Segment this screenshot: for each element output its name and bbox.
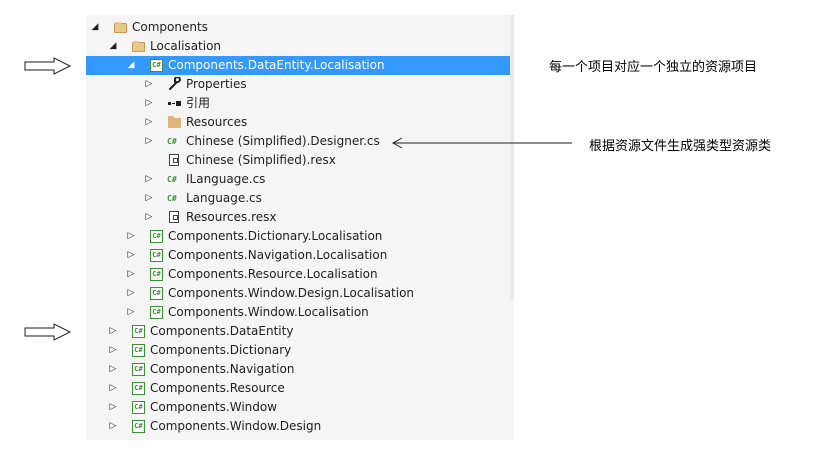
tree-item-window-design-localisation-project[interactable]: ▷ C# Components.Window.Design.Localisati… [86,284,514,303]
tree-item-designer-cs[interactable]: ▷ C# Chinese (Simplified).Designer.cs [86,132,514,151]
csharp-project-icon: C# [131,419,146,434]
tree-scrollbar[interactable] [510,15,514,300]
tree-item-ilanguage-cs[interactable]: ▷ C# ILanguage.cs [86,170,514,189]
expand-arrow-icon[interactable]: ◢ [91,22,99,32]
csharp-file-icon: C# [167,194,177,203]
collapse-arrow-icon[interactable]: ▷ [109,345,117,355]
tree-item-label: Components.Window.Design.Localisation [168,286,415,300]
csharp-project-icon: C# [131,362,146,377]
tree-item-label: Components.Window.Design [150,419,322,433]
solution-explorer-tree: ◢ Components ◢ Localisation ◢ C# Compone… [86,15,514,440]
tree-item-dataentity-project[interactable]: ▷ C# Components.DataEntity [86,322,514,341]
tree-item-navigation-project[interactable]: ▷ C# Components.Navigation [86,360,514,379]
tree-item-window-localisation-project[interactable]: ▷ C# Components.Window.Localisation [86,303,514,322]
tree-item-components-folder[interactable]: ◢ Components [86,18,514,37]
collapse-arrow-icon[interactable]: ▷ [145,98,153,108]
tree-item-label: Components.Dictionary [150,343,292,357]
collapse-arrow-icon[interactable]: ▷ [109,326,117,336]
hollow-arrow-icon [24,323,72,341]
tree-item-label: Components.Navigation [150,362,295,376]
tree-item-label: Localisation [150,39,222,53]
collapse-arrow-icon[interactable]: ▷ [127,231,135,241]
collapse-arrow-icon[interactable]: ▷ [109,402,117,412]
collapse-arrow-icon[interactable]: ▷ [109,364,117,374]
collapse-arrow-icon[interactable]: ▷ [127,250,135,260]
collapse-arrow-icon[interactable]: ▷ [145,174,153,184]
collapse-arrow-icon[interactable]: ▷ [145,212,153,222]
tree-item-references[interactable]: ▷ 引用 [86,94,514,113]
collapse-arrow-icon[interactable]: ▷ [145,136,153,146]
tree-item-dataentity-localisation-project[interactable]: ◢ C# Components.DataEntity.Localisation [86,56,510,75]
annotation-project-note: 每一个项目对应一个独立的资源项目 [549,60,758,75]
tree-item-label: Language.cs [186,191,262,205]
expand-arrow-icon[interactable]: ◢ [127,60,135,70]
tree-item-chinese-resx[interactable]: Chinese (Simplified).resx [86,151,514,170]
csharp-file-icon: C# [167,137,177,146]
tree-item-resource-project[interactable]: ▷ C# Components.Resource [86,379,514,398]
tree-item-label: Resources.resx [186,210,277,224]
tree-item-label: Components.Window.Localisation [168,305,369,319]
tree-item-label: Components.Resource.Localisation [168,267,378,281]
collapse-arrow-icon[interactable]: ▷ [145,79,153,89]
csharp-project-icon: C# [149,229,164,244]
references-icon [167,96,182,111]
tree-item-language-cs[interactable]: ▷ C# Language.cs [86,189,514,208]
collapse-arrow-icon[interactable]: ▷ [109,383,117,393]
tree-item-window-design-project[interactable]: ▷ C# Components.Window.Design [86,417,514,436]
csharp-project-icon: C# [149,267,164,282]
tree-item-label: Components.Resource [150,381,285,395]
csharp-project-icon: C# [149,58,164,73]
tree-item-navigation-localisation-project[interactable]: ▷ C# Components.Navigation.Localisation [86,246,514,265]
tree-item-label: 引用 [186,96,211,110]
collapse-arrow-icon[interactable]: ▷ [109,421,117,431]
tree-item-label: Resources [186,115,248,129]
tree-item-window-project[interactable]: ▷ C# Components.Window [86,398,514,417]
tree-item-label: Components.DataEntity [150,324,294,338]
csharp-project-icon: C# [149,305,164,320]
tree-item-resource-localisation-project[interactable]: ▷ C# Components.Resource.Localisation [86,265,514,284]
tree-item-properties[interactable]: ▷ Properties [86,75,514,94]
collapse-arrow-icon[interactable]: ▷ [127,269,135,279]
tree-item-label: ILanguage.cs [186,172,266,186]
collapse-arrow-icon[interactable]: ▷ [127,288,135,298]
csharp-file-icon: C# [167,175,177,184]
tree-item-dictionary-project[interactable]: ▷ C# Components.Dictionary [86,341,514,360]
tree-item-dictionary-localisation-project[interactable]: ▷ C# Components.Dictionary.Localisation [86,227,514,246]
tree-item-label: Chinese (Simplified).Designer.cs [186,134,380,148]
tree-item-localisation-folder[interactable]: ◢ Localisation [86,37,514,56]
csharp-project-icon: C# [131,324,146,339]
csharp-project-icon: C# [149,286,164,301]
folder-open-icon [113,20,128,35]
tree-item-label: Components.Dictionary.Localisation [168,229,383,243]
hollow-arrow-icon [24,57,72,75]
csharp-project-icon: C# [131,400,146,415]
folder-icon [167,115,182,130]
tree-item-label: Components.Navigation.Localisation [168,248,388,262]
resx-file-icon [167,210,182,225]
collapse-arrow-icon[interactable]: ▷ [145,193,153,203]
resx-file-icon [167,153,182,168]
csharp-project-icon: C# [149,248,164,263]
tree-item-resources-folder[interactable]: ▷ Resources [86,113,514,132]
tree-item-label: Components.Window [150,400,278,414]
tree-item-label: Components.DataEntity.Localisation [168,58,385,72]
folder-open-icon [131,39,146,54]
tree-item-resources-resx[interactable]: ▷ Resources.resx [86,208,514,227]
annotation-designer-note: 根据资源文件生成强类型资源类 [589,139,772,154]
pointer-arrow-icon [391,137,572,149]
csharp-project-icon: C# [131,343,146,358]
collapse-arrow-icon[interactable]: ▷ [127,307,135,317]
tree-item-label: Chinese (Simplified).resx [186,153,336,167]
tree-item-label: Properties [186,77,247,91]
collapse-arrow-icon[interactable]: ▷ [145,117,153,127]
csharp-project-icon: C# [131,381,146,396]
tree-item-label: Components [132,20,208,34]
expand-arrow-icon[interactable]: ◢ [109,41,117,51]
wrench-icon [167,76,182,92]
